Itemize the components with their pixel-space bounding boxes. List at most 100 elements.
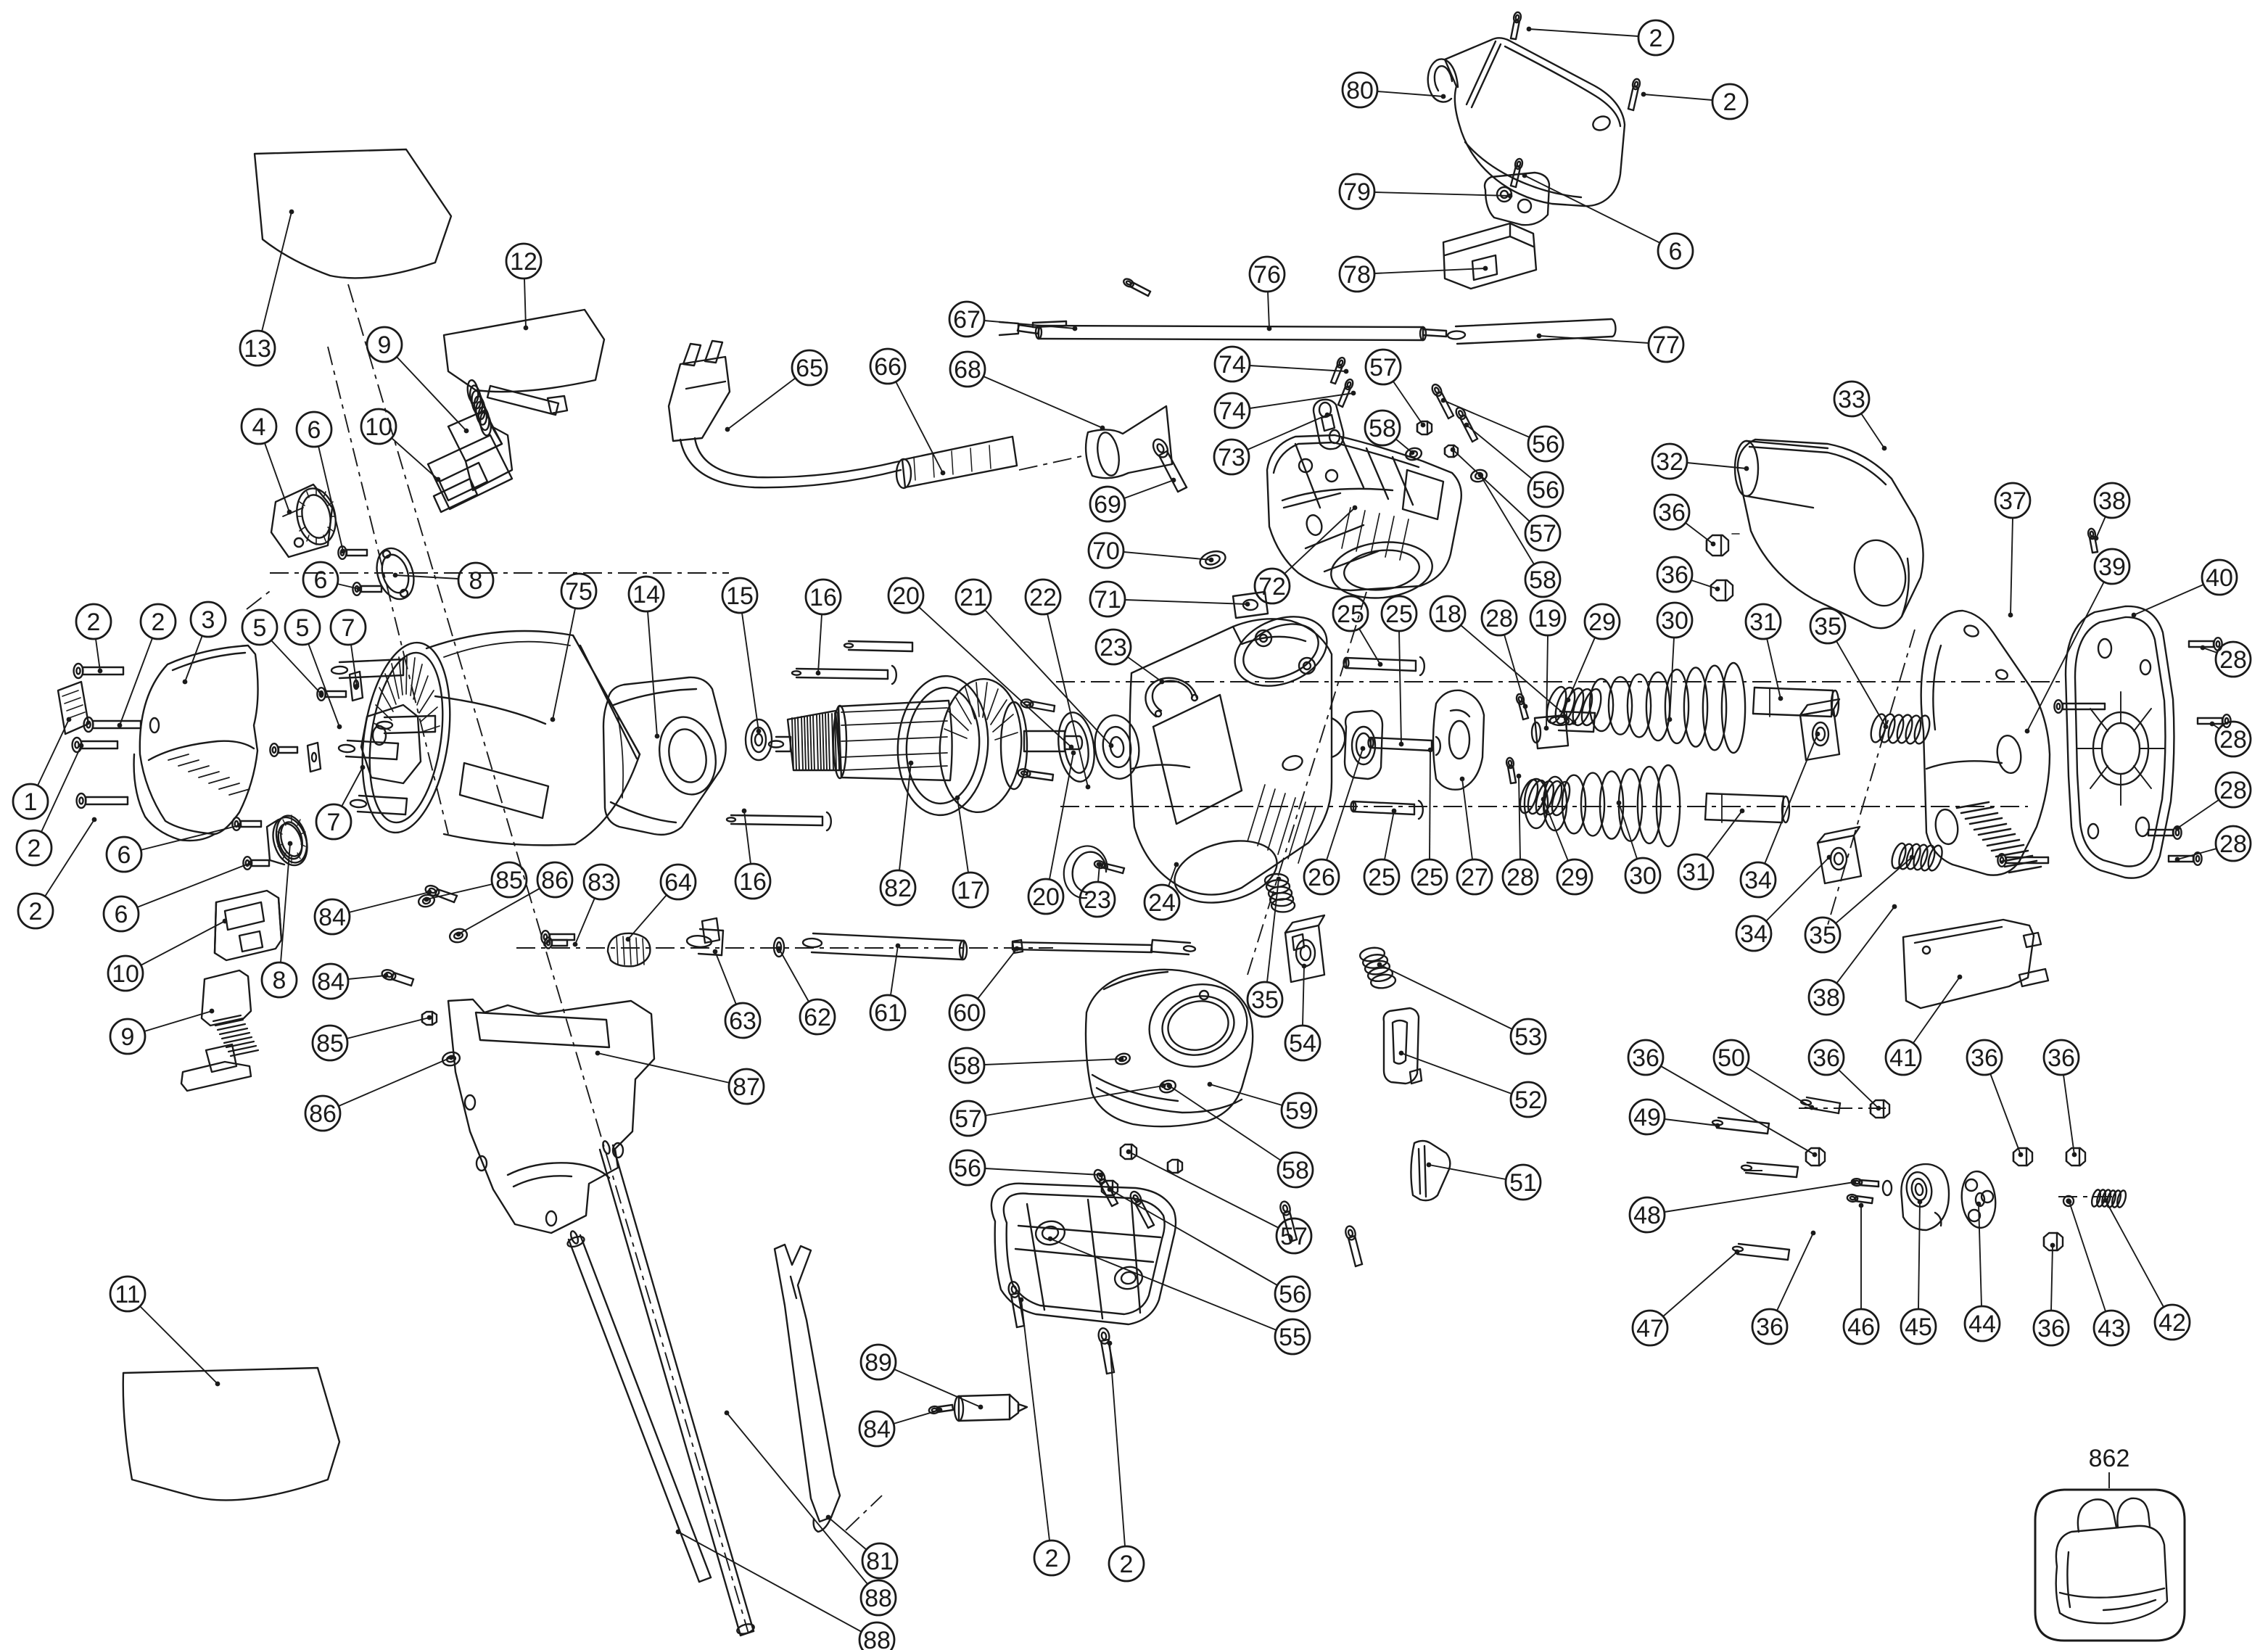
svg-text:56: 56 (1279, 1281, 1306, 1308)
svg-text:36: 36 (1756, 1313, 1784, 1341)
svg-text:49: 49 (1633, 1104, 1661, 1131)
svg-text:76: 76 (1253, 261, 1281, 289)
svg-text:2: 2 (152, 609, 165, 636)
svg-text:83: 83 (587, 869, 615, 896)
svg-text:20: 20 (1032, 883, 1060, 911)
svg-text:47: 47 (1636, 1315, 1664, 1342)
svg-text:38: 38 (2098, 487, 2126, 515)
svg-text:43: 43 (2098, 1315, 2125, 1342)
svg-text:20: 20 (892, 582, 920, 610)
svg-text:65: 65 (796, 355, 823, 382)
svg-text:13: 13 (244, 335, 271, 363)
svg-text:16: 16 (809, 584, 837, 611)
svg-text:30: 30 (1629, 862, 1657, 890)
svg-text:53: 53 (1514, 1023, 1542, 1051)
svg-text:40: 40 (2206, 564, 2233, 592)
svg-text:86: 86 (541, 867, 569, 894)
svg-text:4: 4 (252, 413, 266, 441)
svg-text:85: 85 (495, 867, 523, 894)
svg-text:28: 28 (2219, 777, 2247, 804)
svg-text:42: 42 (2158, 1309, 2186, 1337)
svg-text:82: 82 (884, 875, 912, 902)
svg-text:57: 57 (954, 1105, 982, 1133)
svg-text:74: 74 (1218, 397, 1246, 425)
svg-text:7: 7 (342, 614, 355, 642)
svg-text:36: 36 (1661, 561, 1688, 589)
svg-text:80: 80 (1346, 77, 1374, 104)
svg-text:9: 9 (121, 1023, 135, 1051)
svg-text:28: 28 (2219, 830, 2247, 858)
svg-text:67: 67 (953, 306, 981, 334)
svg-text:84: 84 (863, 1416, 891, 1443)
svg-text:34: 34 (1740, 920, 1768, 948)
svg-text:78: 78 (1343, 261, 1371, 289)
svg-text:84: 84 (317, 968, 345, 996)
svg-text:36: 36 (1658, 499, 1686, 527)
svg-text:6: 6 (314, 566, 328, 594)
svg-text:87: 87 (733, 1073, 760, 1101)
svg-text:89: 89 (865, 1349, 892, 1377)
svg-text:85: 85 (316, 1030, 344, 1057)
svg-text:84: 84 (318, 904, 346, 931)
svg-text:5: 5 (296, 614, 310, 642)
svg-text:46: 46 (1847, 1313, 1875, 1341)
svg-text:64: 64 (664, 869, 692, 896)
svg-text:10: 10 (365, 413, 392, 441)
svg-text:1: 1 (24, 788, 38, 816)
svg-text:60: 60 (953, 999, 981, 1027)
svg-text:25: 25 (1416, 864, 1443, 891)
svg-text:73: 73 (1218, 444, 1245, 471)
svg-text:862: 862 (2089, 1445, 2130, 1472)
svg-text:26: 26 (1308, 864, 1335, 891)
svg-text:36: 36 (1971, 1044, 1998, 1072)
svg-text:2: 2 (28, 835, 41, 862)
svg-text:16: 16 (739, 868, 767, 896)
svg-text:8: 8 (273, 967, 286, 994)
svg-text:56: 56 (1532, 431, 1559, 458)
svg-text:19: 19 (1534, 605, 1562, 632)
svg-text:50: 50 (1718, 1044, 1745, 1072)
svg-text:69: 69 (1094, 491, 1121, 519)
svg-text:31: 31 (1682, 859, 1710, 886)
svg-text:3: 3 (202, 606, 215, 634)
svg-text:38: 38 (1813, 984, 1840, 1012)
svg-text:28: 28 (1506, 864, 1534, 891)
svg-text:56: 56 (1532, 477, 1559, 504)
svg-text:24: 24 (1148, 889, 1176, 917)
svg-text:29: 29 (1561, 864, 1588, 891)
svg-text:36: 36 (1632, 1044, 1659, 1072)
svg-text:88: 88 (863, 1627, 891, 1650)
svg-text:35: 35 (1814, 613, 1842, 640)
svg-text:62: 62 (804, 1004, 831, 1031)
svg-text:35: 35 (1251, 986, 1279, 1014)
svg-text:88: 88 (865, 1585, 892, 1612)
svg-text:10: 10 (112, 960, 139, 988)
svg-text:58: 58 (1282, 1157, 1309, 1184)
svg-text:2: 2 (29, 898, 43, 925)
svg-text:15: 15 (726, 582, 754, 610)
svg-text:12: 12 (510, 248, 537, 276)
svg-text:21: 21 (960, 584, 987, 611)
svg-text:79: 79 (1343, 178, 1371, 206)
svg-text:22: 22 (1029, 584, 1057, 611)
svg-text:75: 75 (565, 578, 593, 606)
svg-text:72: 72 (1258, 573, 1286, 601)
svg-text:58: 58 (1529, 566, 1556, 594)
svg-text:35: 35 (1809, 922, 1836, 949)
svg-text:27: 27 (1461, 864, 1488, 891)
svg-text:81: 81 (866, 1548, 894, 1575)
svg-text:48: 48 (1633, 1202, 1661, 1229)
svg-text:31: 31 (1749, 609, 1777, 636)
svg-text:37: 37 (1999, 487, 2026, 515)
svg-text:56: 56 (954, 1155, 981, 1182)
svg-text:2: 2 (1120, 1551, 1134, 1578)
svg-text:28: 28 (2219, 646, 2247, 674)
svg-text:11: 11 (115, 1281, 140, 1308)
svg-text:2: 2 (87, 609, 101, 636)
svg-text:9: 9 (378, 331, 392, 359)
svg-text:8: 8 (469, 567, 483, 595)
svg-text:45: 45 (1905, 1313, 1932, 1341)
svg-text:6: 6 (115, 901, 128, 928)
svg-text:36: 36 (2048, 1044, 2075, 1072)
svg-text:25: 25 (1337, 601, 1364, 628)
